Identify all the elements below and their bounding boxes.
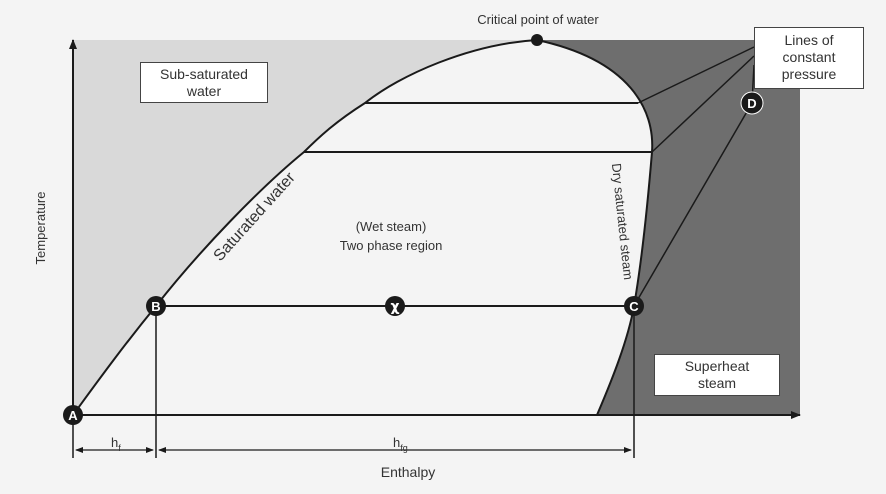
sub-saturated-water-text: Sub-saturated water bbox=[160, 66, 248, 99]
point-a: A bbox=[63, 405, 83, 425]
dry-saturated-steam-curve bbox=[536, 39, 654, 416]
dry-saturated-steam-label: Dry saturated steam bbox=[609, 163, 636, 281]
critical-point-label: Critical point of water bbox=[477, 12, 599, 27]
hfg-label: hfg bbox=[393, 435, 408, 453]
y-axis-label: Temperature bbox=[33, 192, 48, 265]
point-c-label: C bbox=[629, 299, 639, 314]
superheat-steam-text: Superheat steam bbox=[684, 358, 750, 391]
sub-saturated-region bbox=[73, 40, 537, 415]
saturated-water-curve bbox=[72, 39, 538, 416]
point-c: C bbox=[624, 296, 644, 316]
constant-pressure-box: Lines of constant pressure bbox=[754, 27, 864, 89]
point-a-label: A bbox=[68, 408, 78, 423]
superheat-steam-box: Superheat steam bbox=[654, 354, 780, 396]
superheat-line-middle bbox=[651, 55, 755, 153]
superheat-line-cd bbox=[633, 102, 753, 307]
point-d: D bbox=[740, 91, 764, 115]
point-x-label: χ bbox=[390, 299, 399, 315]
constant-pressure-text: Lines of constant pressure bbox=[781, 32, 837, 82]
superheat-line-upper bbox=[637, 46, 755, 104]
critical-point-marker bbox=[531, 34, 543, 46]
wet-steam-label: (Wet steam) bbox=[356, 219, 427, 234]
sub-saturated-water-box: Sub-saturated water bbox=[140, 62, 268, 103]
point-b: B bbox=[146, 296, 166, 316]
point-d-label: D bbox=[747, 96, 756, 111]
point-x: χ bbox=[385, 296, 405, 316]
point-b-label: B bbox=[151, 299, 160, 314]
two-phase-label: Two phase region bbox=[340, 238, 443, 253]
hf-label: hf bbox=[111, 435, 121, 453]
x-axis-label: Enthalpy bbox=[381, 464, 435, 480]
